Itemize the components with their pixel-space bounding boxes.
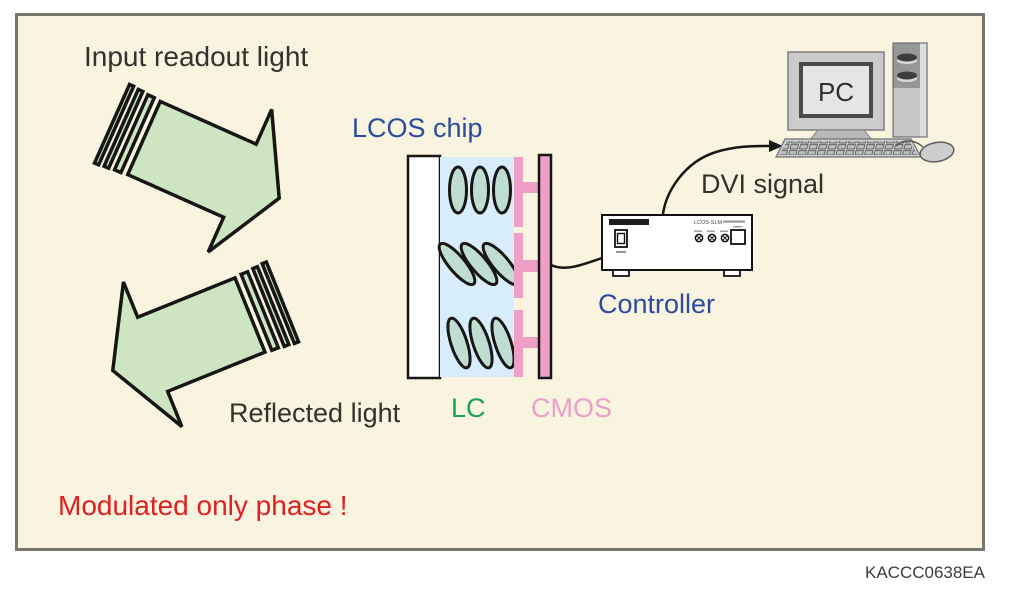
pc-label: PC: [817, 77, 855, 107]
lcos-chip-label: LCOS chip: [352, 113, 483, 143]
controller-label: Controller: [598, 289, 716, 319]
modulated-phase-label: Modulated only phase !: [58, 490, 348, 521]
lc-label: LC: [451, 393, 486, 423]
dvi-signal-label: DVI signal: [701, 169, 825, 199]
figure-code-label: KACCC0638EA: [864, 563, 985, 582]
reflected-light-label: Reflected light: [229, 398, 401, 428]
cmos-label: CMOS: [531, 393, 612, 423]
input-readout-light-label: Input readout light: [84, 41, 309, 72]
